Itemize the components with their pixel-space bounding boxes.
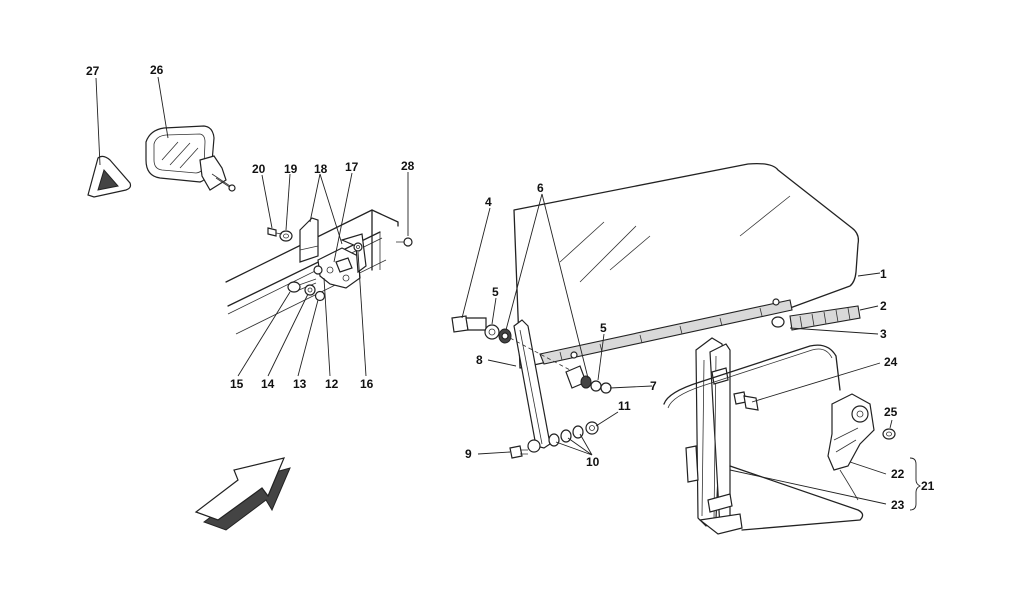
callout-27: 27 — [86, 64, 100, 78]
part-5-washer-upper — [484, 324, 500, 340]
part-8-guide-rail — [513, 319, 551, 449]
regulator-cable — [663, 344, 864, 531]
part-25-nut — [882, 428, 896, 440]
part-17-bracket — [317, 233, 367, 289]
direction-arrow-icon — [194, 457, 291, 531]
callout-13: 13 — [293, 377, 307, 391]
callout-3: 3 — [880, 327, 887, 341]
callout-8: 8 — [476, 353, 483, 367]
window-regulator-frame — [685, 337, 743, 535]
callout-25: 25 — [884, 405, 898, 419]
callout-11: 11 — [618, 399, 631, 413]
callout-2: 2 — [880, 299, 887, 313]
part-6-nut-upper — [498, 328, 512, 344]
part-10-washers — [527, 425, 584, 453]
callout-28: 28 — [401, 159, 415, 173]
callout-12: 12 — [325, 377, 339, 391]
part-18-hinge-plate — [299, 217, 319, 263]
part-7-bracket-nut — [565, 365, 612, 394]
part-9-bolt — [509, 445, 528, 459]
callout-19: 19 — [284, 162, 298, 176]
callout-20: 20 — [252, 162, 266, 176]
part-13-washer — [314, 290, 326, 302]
callout-18: 18 — [314, 162, 328, 176]
callout-5-upper: 5 — [492, 285, 499, 299]
part-20-screw — [267, 227, 283, 237]
callout-17: 17 — [345, 160, 359, 174]
glass-clip — [570, 298, 785, 359]
assembly-line-upper — [509, 337, 571, 371]
part-22-regulator-motor — [827, 393, 875, 471]
callout-10: 10 — [586, 455, 600, 469]
callout-23: 23 — [891, 498, 905, 512]
part-27-mirror-cover — [87, 155, 132, 198]
part-4-bolt — [451, 315, 487, 333]
callout-14: 14 — [261, 377, 275, 391]
callout-1: 1 — [880, 267, 887, 281]
callout-16: 16 — [360, 377, 374, 391]
part-3-glass-channel — [539, 299, 793, 365]
part-24-bolt — [733, 391, 759, 411]
callout-7: 7 — [650, 379, 657, 393]
part-1-window-glass — [513, 162, 860, 369]
part-26-exterior-mirror — [145, 125, 236, 192]
part-2-seal-strip — [789, 305, 861, 331]
callout-5-lower: 5 — [600, 321, 607, 335]
callout-9: 9 — [465, 447, 472, 461]
leader-lines — [95, 76, 893, 505]
callout-4: 4 — [485, 195, 492, 209]
group-brace-21 — [909, 457, 922, 511]
part-14-washer — [304, 284, 316, 296]
callout-24: 24 — [884, 355, 898, 369]
part-28-screw — [396, 237, 413, 247]
callout-15: 15 — [230, 377, 244, 391]
callout-22: 22 — [891, 467, 905, 481]
part-16-screw — [353, 242, 363, 252]
callout-21: 21 — [921, 479, 935, 493]
part-19-nut — [279, 230, 293, 242]
part-12-pin — [313, 265, 323, 275]
callout-26: 26 — [150, 63, 164, 77]
callout-6: 6 — [537, 181, 544, 195]
part-11-nut — [585, 421, 599, 435]
